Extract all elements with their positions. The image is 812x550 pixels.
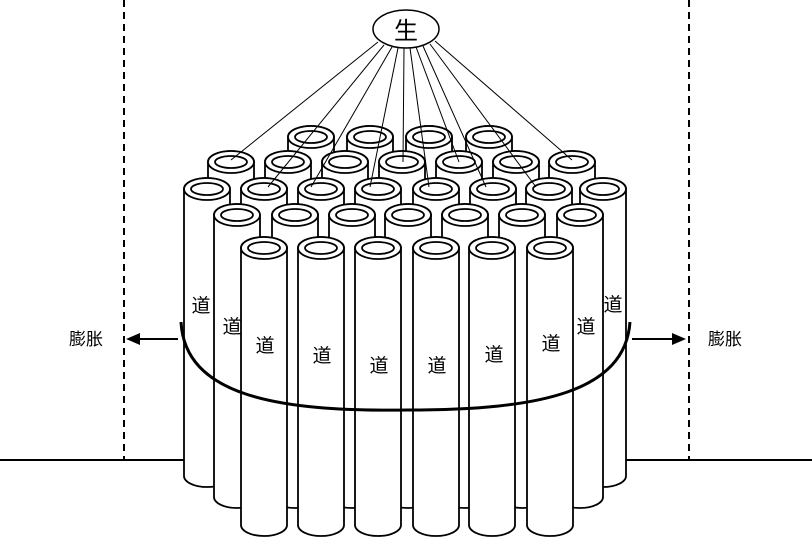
tube-opening	[472, 130, 506, 144]
left-arrow-head	[126, 333, 140, 345]
right-expansion-label: 膨胀	[708, 330, 742, 350]
tube-opening	[505, 208, 539, 222]
connection-line	[415, 46, 460, 163]
tube-body	[297, 236, 345, 537]
connection-line	[402, 47, 405, 163]
tube-opening	[412, 130, 446, 144]
tube-opening	[555, 155, 589, 169]
top-node-label: 生	[394, 17, 418, 45]
tube-opening	[586, 182, 620, 196]
connection-line	[422, 45, 487, 188]
tube	[354, 236, 402, 537]
tube-opening	[476, 182, 510, 196]
tube-label: 道	[576, 316, 595, 338]
connection-line	[230, 41, 379, 161]
tube-opening	[304, 241, 338, 255]
tube-opening	[335, 208, 369, 222]
tube-opening	[448, 208, 482, 222]
tube-label: 道	[191, 295, 210, 317]
connection-line	[429, 43, 537, 188]
tube-label: 道	[427, 355, 446, 377]
tube-opening	[419, 241, 453, 255]
tube-body	[526, 236, 574, 537]
tube-label: 道	[222, 316, 241, 338]
connection-lines	[230, 40, 573, 188]
tube-opening	[220, 208, 254, 222]
tube-opening	[361, 241, 395, 255]
tube-body	[412, 236, 460, 537]
tube-body	[354, 236, 402, 537]
tube-body	[468, 236, 516, 537]
tube	[297, 236, 345, 537]
tube-opening	[294, 130, 328, 144]
tube-opening	[247, 241, 281, 255]
tube-opening	[532, 182, 566, 196]
tube-opening	[475, 241, 509, 255]
tube-label: 道	[312, 345, 331, 367]
tube-label: 道	[255, 335, 274, 357]
connection-line	[409, 47, 430, 188]
tube	[412, 236, 460, 537]
tube-opening	[190, 182, 224, 196]
tube-label: 道	[541, 333, 560, 355]
tube-opening	[353, 130, 387, 144]
tube-bundle: 道道道道道道道道道道	[183, 125, 627, 537]
tube-opening	[214, 155, 248, 169]
tube-opening	[391, 208, 425, 222]
connection-line	[310, 46, 393, 188]
connection-line	[369, 47, 399, 188]
tube-opening	[361, 182, 395, 196]
tube-opening	[304, 182, 338, 196]
tube-opening	[419, 182, 453, 196]
tube-label: 道	[484, 344, 503, 366]
tube	[526, 236, 574, 537]
tube-opening	[385, 155, 419, 169]
tube-opening	[328, 155, 362, 169]
connection-line	[434, 40, 573, 161]
binding-band	[179, 321, 632, 412]
left-expansion-label: 膨胀	[69, 330, 103, 350]
top-node-ellipse	[372, 9, 440, 49]
tube-label: 道	[369, 355, 388, 377]
tube-opening	[278, 208, 312, 222]
connection-line	[267, 44, 385, 188]
tube	[468, 236, 516, 537]
tube-body	[240, 236, 288, 537]
right-arrow-head	[672, 333, 686, 345]
tube-opening	[247, 182, 281, 196]
tube-opening	[499, 155, 533, 169]
tube-label: 道	[603, 294, 622, 316]
tube-opening	[563, 208, 597, 222]
tube-opening	[533, 241, 567, 255]
tube	[240, 236, 288, 537]
